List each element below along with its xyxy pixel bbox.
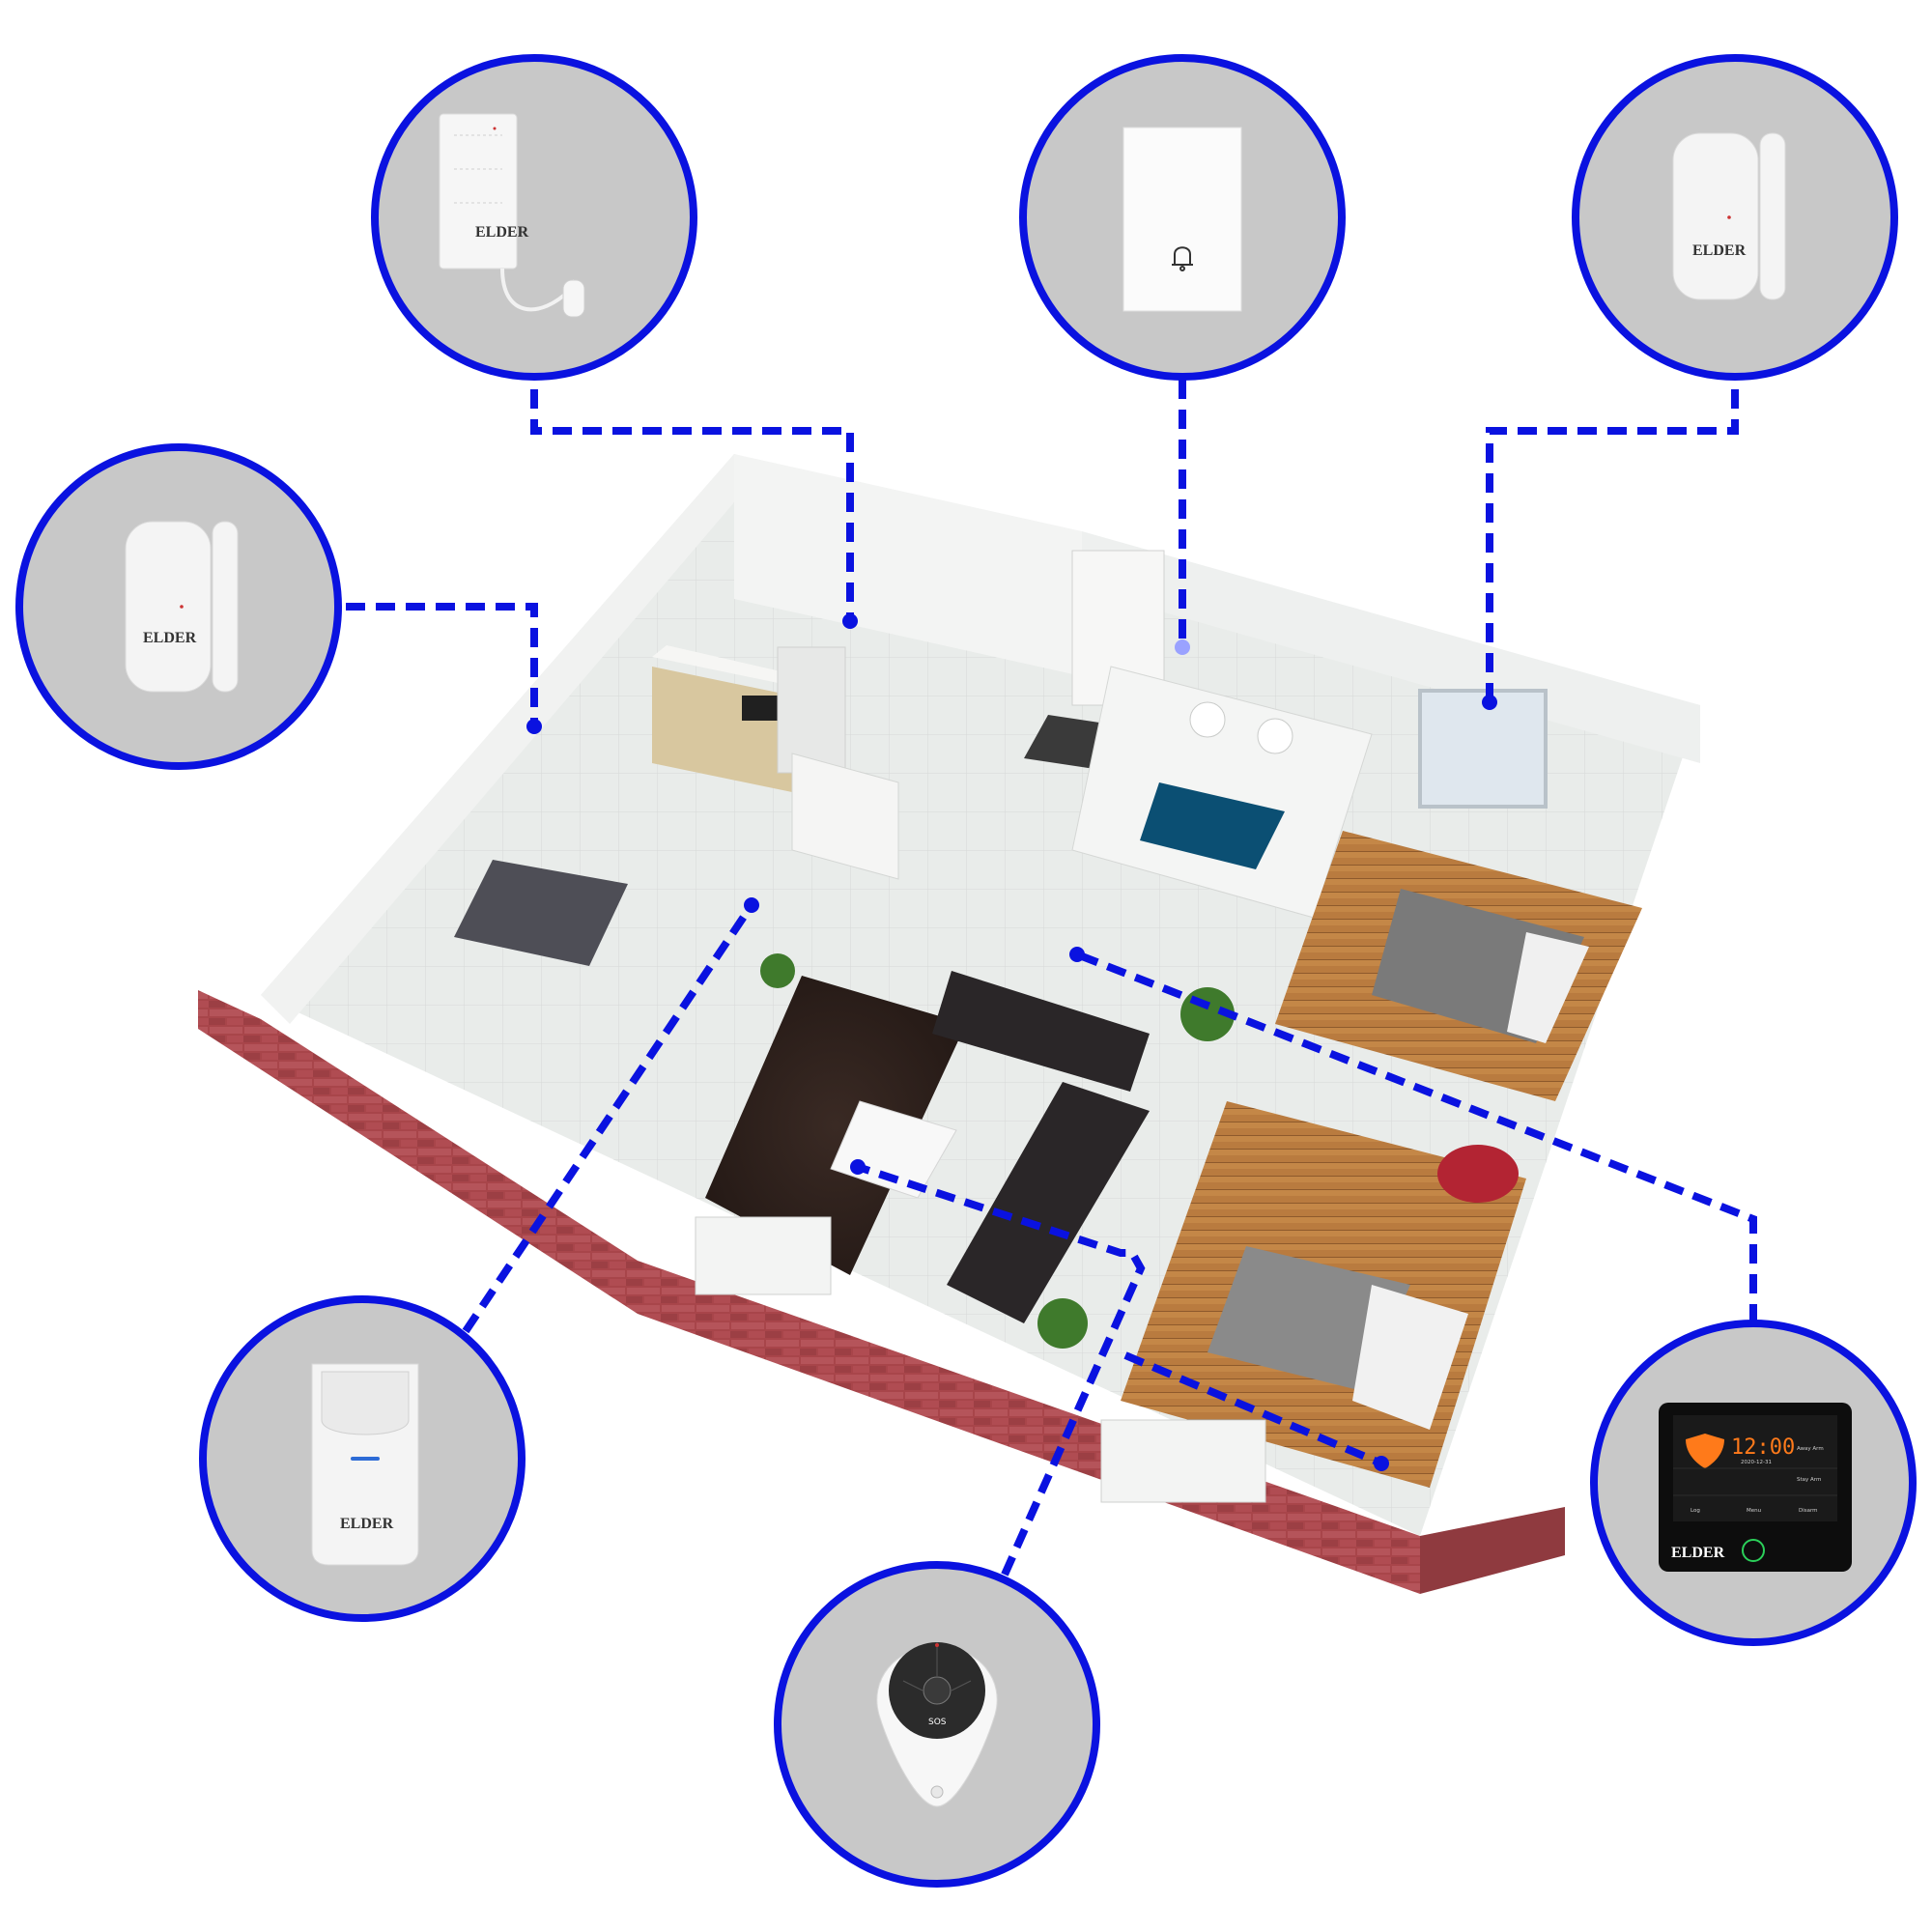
sofa-side bbox=[947, 1082, 1150, 1323]
sofa-back bbox=[932, 971, 1150, 1092]
endpoint-keyfob bbox=[850, 1159, 866, 1175]
panel-button-away-arm[interactable]: Away Arm bbox=[1797, 1446, 1824, 1452]
bath-mat bbox=[1140, 782, 1285, 869]
left-wall bbox=[261, 454, 734, 1024]
fridge bbox=[777, 646, 846, 774]
connector-pir bbox=[462, 902, 755, 1334]
floor-plan bbox=[198, 454, 1700, 1594]
endpoint-door-kitchen bbox=[526, 719, 542, 734]
door-contact-sensor-icon bbox=[125, 521, 239, 693]
plant-2 bbox=[1037, 1298, 1088, 1349]
panel-button-disarm[interactable]: Disarm bbox=[1799, 1508, 1818, 1514]
brand-logo: ELDER bbox=[1671, 1545, 1725, 1561]
bell-icon bbox=[1172, 246, 1193, 271]
brick-wall-front bbox=[638, 1261, 1420, 1594]
stove bbox=[742, 696, 781, 721]
sink-right bbox=[1257, 718, 1293, 754]
panel-button-log[interactable]: Log bbox=[1690, 1508, 1700, 1514]
brand-logo: ELDER bbox=[340, 1516, 394, 1532]
connectors bbox=[346, 380, 1757, 1577]
panel-clock: 12:00 bbox=[1731, 1435, 1795, 1460]
connector-keyfob bbox=[856, 1163, 1146, 1577]
bed-2 bbox=[1208, 1246, 1410, 1391]
alarm-panel-icon bbox=[1659, 1403, 1852, 1572]
coffee-table bbox=[830, 1100, 957, 1199]
bed-2-sheet bbox=[1352, 1285, 1468, 1430]
device-door-sensor-kitchen[interactable]: ELDER bbox=[15, 443, 342, 770]
balcony-left bbox=[695, 1216, 832, 1295]
brand-logo: ELDER bbox=[143, 630, 197, 646]
keyfob-icon bbox=[876, 1642, 998, 1807]
back-wall-kitchen bbox=[734, 454, 1082, 676]
panel-date: 2020-12-31 bbox=[1741, 1460, 1772, 1465]
dining-table bbox=[454, 860, 628, 966]
plant-3 bbox=[760, 953, 795, 988]
endpoint-doorbell bbox=[1175, 639, 1190, 655]
kitchen-counter-top bbox=[652, 645, 802, 686]
endpoint-panel bbox=[1069, 947, 1085, 962]
door-contact-sensor-icon bbox=[1672, 132, 1786, 300]
connector-panel bbox=[1075, 951, 1757, 1323]
living-rug bbox=[705, 976, 966, 1275]
endpoint-water-leak bbox=[842, 613, 858, 629]
endpoint-door-bedroom bbox=[1482, 695, 1497, 710]
sos-label: SOS bbox=[928, 1718, 947, 1727]
brick-wall-right bbox=[1420, 1507, 1565, 1594]
doorbell-body bbox=[1122, 127, 1242, 312]
device-remote-keyfob[interactable]: SOS bbox=[774, 1561, 1100, 1888]
panel-button-stay-arm[interactable]: Stay Arm bbox=[1797, 1477, 1821, 1483]
kitchen-island bbox=[791, 753, 899, 880]
balcony-right bbox=[1100, 1419, 1266, 1503]
connector-water-leak bbox=[530, 389, 854, 618]
armchair bbox=[1437, 1145, 1519, 1203]
motion-sensor-icon bbox=[311, 1363, 419, 1566]
device-water-leak-sensor[interactable]: ELDER bbox=[371, 54, 697, 381]
brick-wall-left bbox=[198, 990, 638, 1314]
water-leak-sensor-icon bbox=[439, 113, 585, 318]
brand-logo: ELDER bbox=[1692, 242, 1747, 259]
bed-1-sheet bbox=[1507, 932, 1589, 1043]
endpoint-panel-bedroom bbox=[1374, 1456, 1389, 1471]
device-control-panel[interactable]: 12:00 2020-12-31 Away Arm Stay Arm Log M… bbox=[1590, 1320, 1917, 1646]
sink-left bbox=[1189, 701, 1226, 738]
panel-button-menu[interactable]: Menu bbox=[1747, 1508, 1761, 1514]
bedroom-1-window bbox=[1418, 689, 1548, 809]
brand-logo: ELDER bbox=[475, 224, 529, 241]
device-circle bbox=[371, 54, 697, 381]
device-door-sensor-bedroom[interactable]: ELDER bbox=[1572, 54, 1898, 381]
endpoint-pir bbox=[744, 897, 759, 913]
device-doorbell[interactable] bbox=[1019, 54, 1346, 381]
device-pir-motion-sensor[interactable]: ELDER bbox=[199, 1295, 526, 1622]
connector-door-sensor-kitchen bbox=[346, 603, 538, 724]
connector-panel-bedroom bbox=[1123, 1351, 1383, 1467]
connector-endpoints bbox=[526, 613, 1497, 1471]
connector-door-sensor-bedroom bbox=[1486, 389, 1739, 702]
